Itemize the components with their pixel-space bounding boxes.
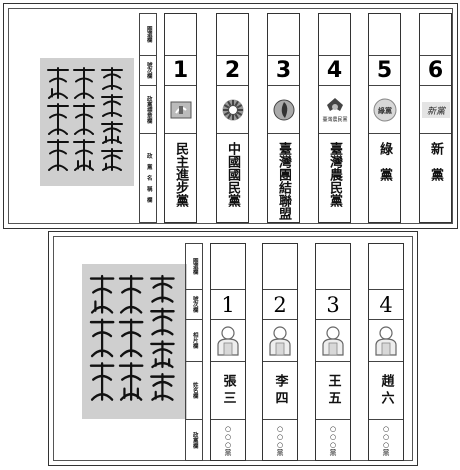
candidate-party: ○○○黨 [329, 424, 337, 456]
kmt-emblem-icon [217, 86, 248, 134]
candidate-party: ○○○黨 [382, 424, 390, 456]
person-photo-icon [375, 325, 397, 356]
seal-glyph [47, 139, 69, 171]
seal-glyph [73, 103, 95, 135]
vote-box[interactable] [165, 14, 196, 56]
candidate-number: 4 [379, 292, 393, 317]
party-ballot: 圈選欄 號次欄 政黨標章欄 政 黨 名 稱 欄 1 民主進步黨 2 中國國民黨 3 臺灣團… [3, 3, 458, 229]
seal-glyph [118, 362, 144, 401]
party-ballot-inner-border [8, 8, 453, 224]
party-column: 5 綠黨綠 黨 [368, 13, 401, 223]
seal-glyph [89, 274, 115, 314]
seal-glyph [47, 67, 69, 99]
party-name: 臺灣農民黨 [327, 142, 342, 207]
official-seal [47, 67, 123, 171]
seal-glyph [150, 372, 175, 401]
farmers-party-emblem-icon: 臺灣農民黨 [319, 86, 350, 134]
candidate-number: 1 [221, 292, 235, 317]
party-number: 2 [224, 58, 241, 83]
party-column: 3 臺灣團結聯盟 [267, 13, 300, 223]
header-number-column-label: 號次欄 [191, 296, 198, 313]
seal-glyph [73, 139, 95, 171]
party-name: 新 黨 [428, 142, 443, 181]
vote-box[interactable] [316, 244, 350, 290]
candidate-party: ○○○黨 [224, 424, 232, 456]
vote-box[interactable] [369, 14, 400, 56]
svg-text:綠黨: 綠黨 [378, 106, 392, 115]
candidate-number: 2 [273, 292, 287, 317]
party-name: 民主進步黨 [173, 142, 188, 207]
seal-glyph [101, 67, 123, 90]
person-photo-icon [322, 325, 344, 356]
candidate-ballot-header-column: 圈選欄 號次欄 相片欄 姓名欄 政黨欄 [185, 243, 203, 461]
header-vote-column-label: 圈選欄 [145, 26, 152, 43]
header-number-column-label: 號次欄 [145, 62, 152, 79]
person-photo-icon [217, 325, 239, 356]
party-number: 3 [275, 58, 292, 83]
party-number: 1 [172, 58, 189, 83]
svg-text:新黨: 新黨 [426, 106, 445, 117]
candidate-column: 4 趙六 ○○○黨 [368, 243, 404, 461]
party-number: 4 [326, 58, 343, 83]
vote-box[interactable] [319, 14, 350, 56]
svg-text:臺灣農民黨: 臺灣農民黨 [322, 116, 347, 123]
header-emblem-column-label: 政黨標章欄 [145, 95, 152, 124]
party-number: 5 [376, 58, 393, 83]
party-name: 綠 黨 [377, 142, 392, 181]
candidate-number: 3 [326, 292, 340, 317]
candidate-name: 張三 [220, 373, 236, 408]
candidate-ballot: 圈選欄 號次欄 相片欄 姓名欄 政黨欄 1 張三 ○○○黨 2 李四 ○○○黨 3 王五 ○○○… [48, 231, 418, 466]
vote-box[interactable] [211, 244, 245, 290]
header-party-name-column-label: 政 黨 名 稱 欄 [145, 153, 152, 203]
header-vote-column-label: 圈選欄 [191, 258, 198, 275]
seal-glyph [101, 148, 123, 171]
vote-box[interactable] [217, 14, 248, 56]
green-party-emblem-icon: 綠黨 [369, 86, 400, 134]
vote-box[interactable] [420, 14, 451, 56]
tsu-emblem-icon [268, 86, 299, 134]
party-column: 6 新黨新 黨 [419, 13, 452, 223]
party-column: 2 中國國民黨 [216, 13, 249, 223]
seal-glyph [73, 67, 95, 99]
party-column: 1 民主進步黨 [164, 13, 197, 223]
candidate-column: 1 張三 ○○○黨 [210, 243, 246, 461]
seal-glyph [150, 307, 175, 336]
seal-glyph [89, 362, 115, 401]
candidate-column: 3 王五 ○○○黨 [315, 243, 351, 461]
header-photo-column-label: 相片欄 [191, 332, 198, 349]
seal-glyph [118, 318, 144, 358]
candidate-column: 2 李四 ○○○黨 [262, 243, 298, 461]
vote-box[interactable] [263, 244, 297, 290]
dpp-emblem-icon [165, 86, 196, 134]
person-photo-icon [269, 325, 291, 356]
seal-glyph [89, 318, 115, 358]
official-seal [89, 274, 175, 401]
new-party-emblem-icon: 新黨 [420, 86, 451, 134]
header-name-column-label: 姓名欄 [191, 382, 198, 399]
candidate-name: 趙六 [378, 373, 394, 408]
seal-glyph [150, 340, 175, 369]
seal-glyph [101, 94, 123, 117]
seal-glyph [101, 121, 123, 144]
seal-glyph [118, 274, 144, 314]
seal-glyph [150, 274, 175, 303]
party-name: 臺灣團結聯盟 [276, 142, 291, 220]
vote-box[interactable] [369, 244, 403, 290]
vote-box[interactable] [268, 14, 299, 56]
party-ballot-header-column: 圈選欄 號次欄 政黨標章欄 政 黨 名 稱 欄 [139, 13, 157, 223]
candidate-name: 王五 [325, 373, 341, 408]
header-party-column-label: 政黨欄 [191, 431, 198, 449]
seal-glyph [47, 103, 69, 135]
party-name: 中國國民黨 [225, 142, 240, 207]
party-number: 6 [427, 58, 444, 83]
candidate-party: ○○○黨 [276, 424, 284, 456]
candidate-name: 李四 [272, 373, 288, 408]
